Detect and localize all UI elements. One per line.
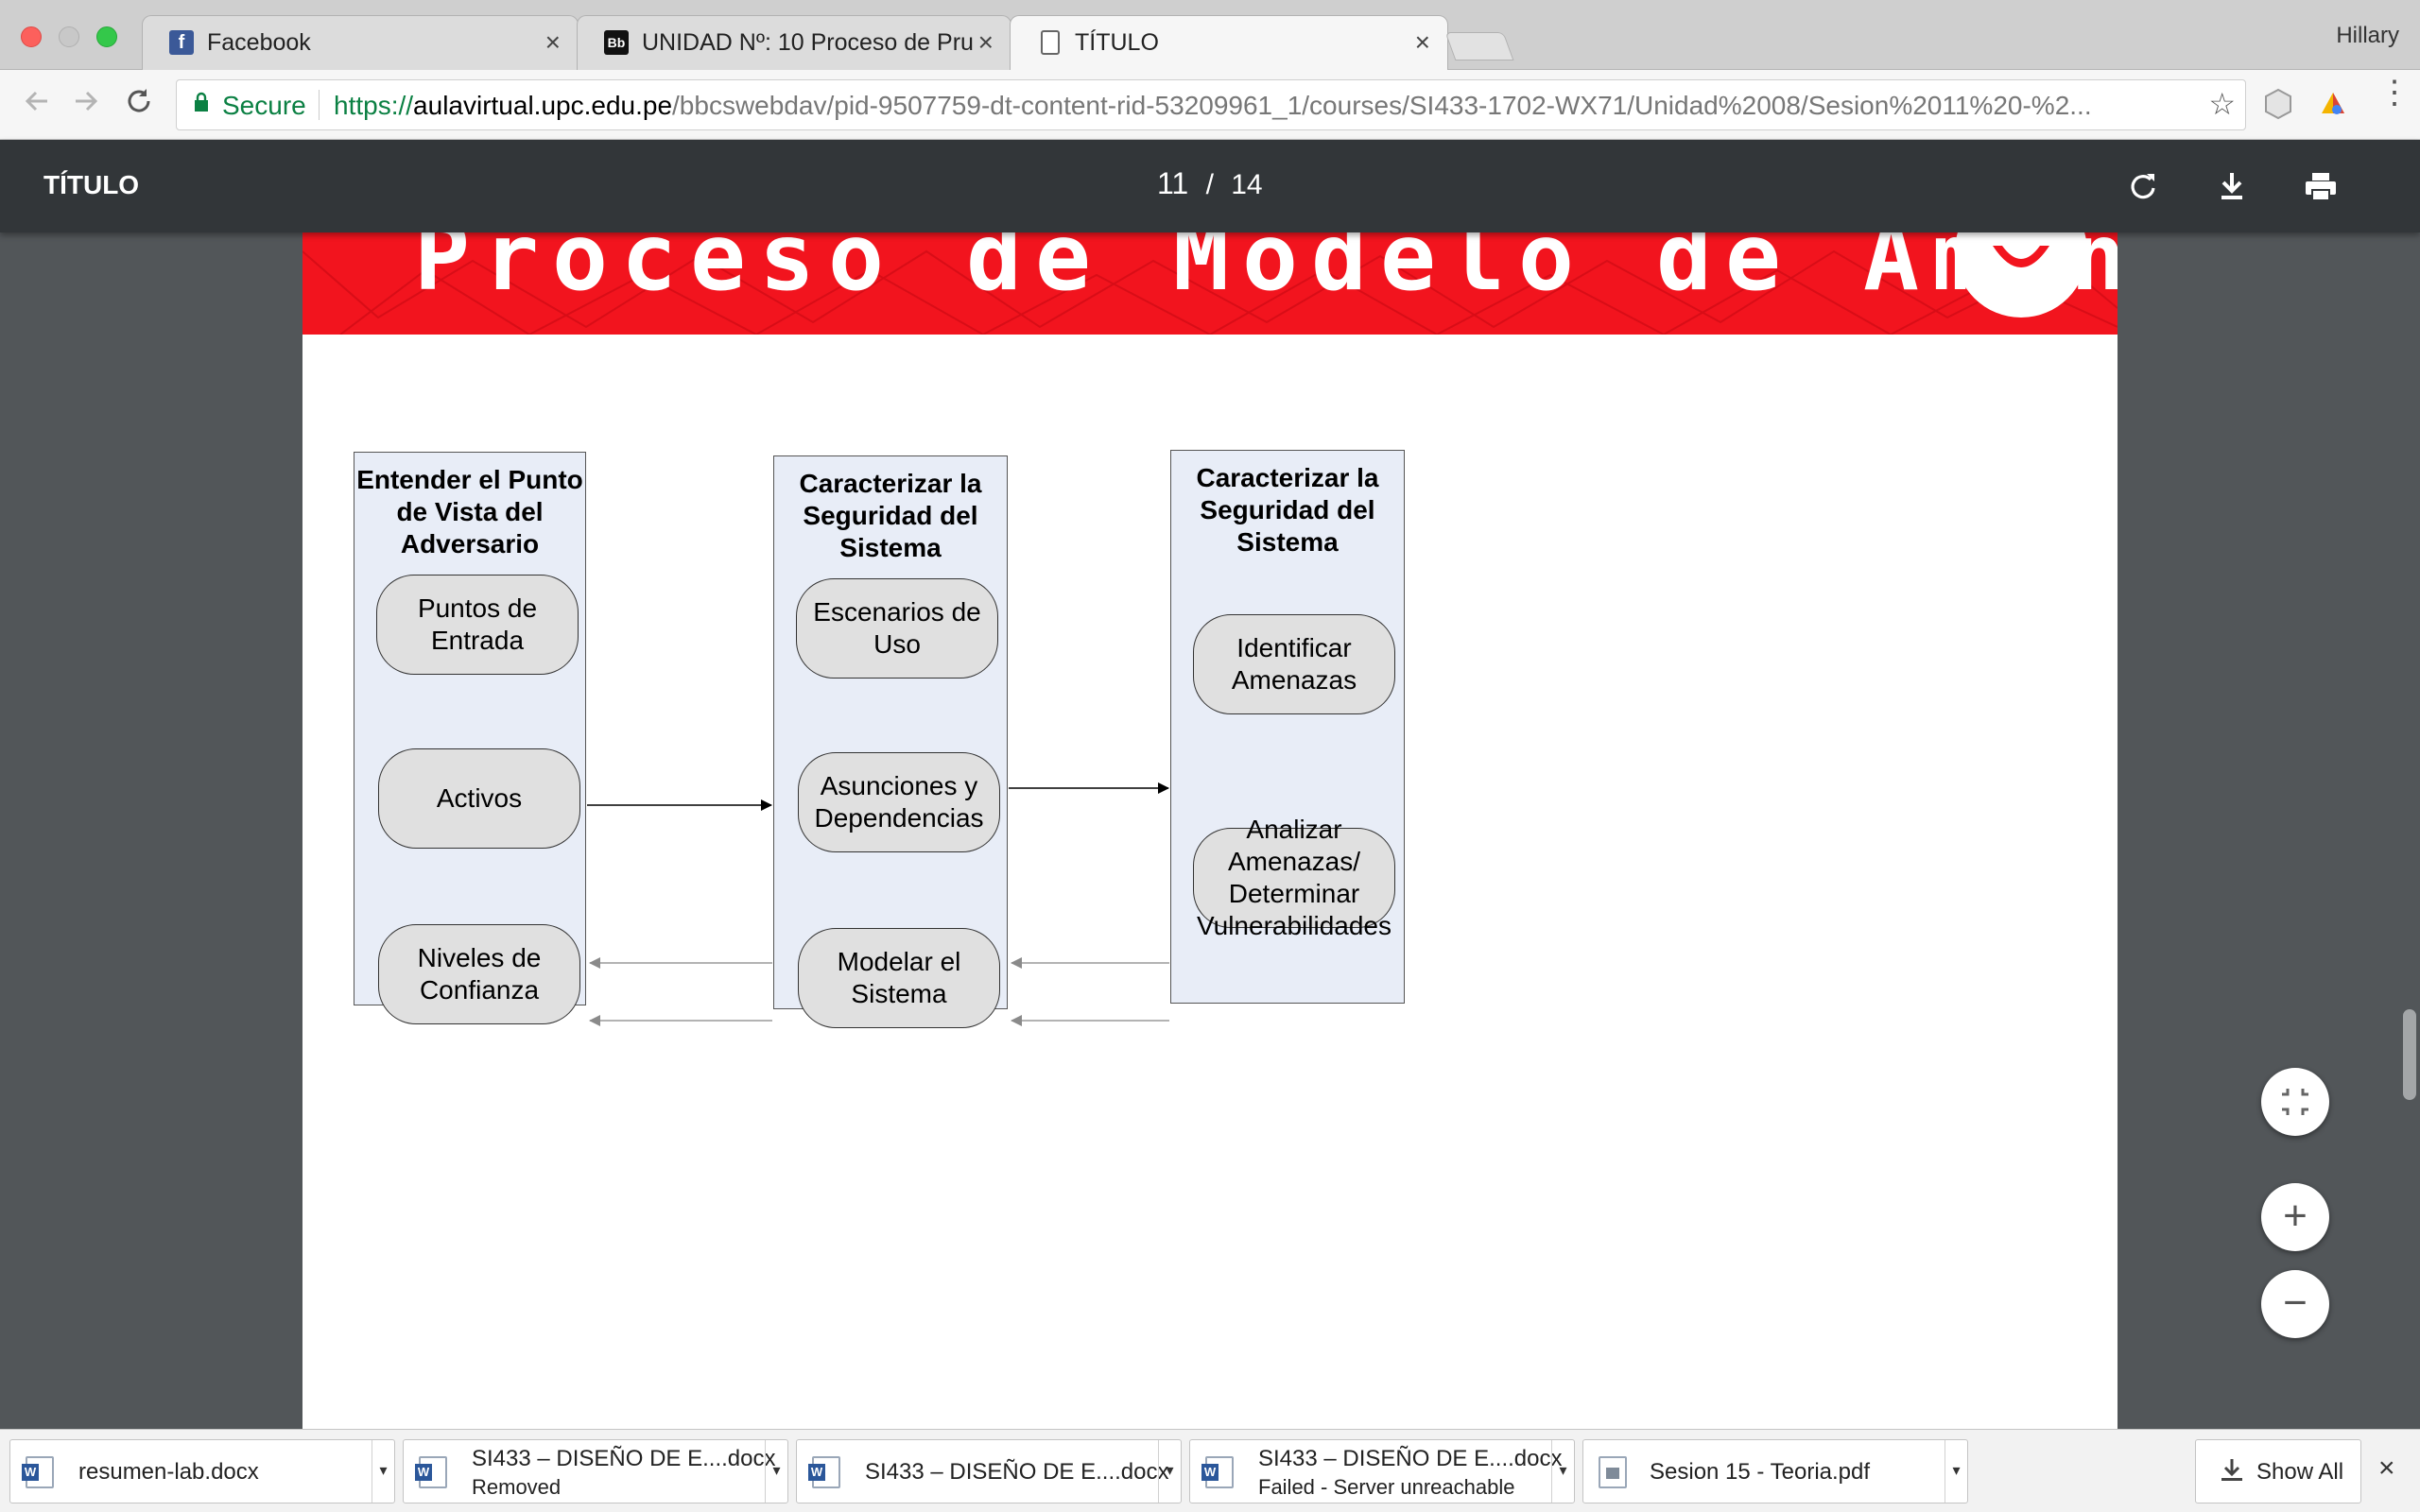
show-all-downloads-button[interactable]: Show All: [2195, 1439, 2361, 1503]
url-path: /bbcswebdav/pid-9507759-dt-content-rid-5…: [672, 91, 2092, 120]
tab-facebook[interactable]: f Facebook ×: [142, 15, 579, 70]
url-host: aulavirtual.upc.edu.pe: [413, 91, 673, 120]
upc-logo: [1955, 232, 2087, 318]
browser-title-bar: f Facebook × Bb UNIDAD Nº: 10 Proceso de…: [0, 0, 2420, 70]
total-pages: 14: [1231, 169, 1263, 200]
bookmark-star-icon[interactable]: ☆: [2208, 87, 2236, 121]
fit-to-page-button[interactable]: [2261, 1068, 2329, 1136]
download-menu-chevron-down-icon[interactable]: ▾: [372, 1440, 394, 1503]
pdf-document-icon: [1599, 1456, 1627, 1488]
tab-label: TÍTULO: [1075, 29, 1159, 56]
current-page-input[interactable]: 11: [1157, 166, 1189, 200]
box-activos: Activos: [378, 748, 580, 849]
lock-icon: [195, 92, 208, 112]
page-indicator: 11 / 14: [1157, 166, 1263, 201]
maximize-window-button[interactable]: [96, 26, 117, 47]
word-document-icon: [22, 1456, 54, 1488]
banner-network-pattern: [302, 249, 2118, 335]
blackboard-icon: Bb: [604, 30, 629, 55]
omnibox-divider: [319, 90, 320, 120]
menu-icon[interactable]: ⋮: [2378, 75, 2411, 111]
downloads-shelf: resumen-lab.docx ▾ SI433 – DISEÑO DE E..…: [0, 1429, 2420, 1512]
zoom-out-button[interactable]: −: [2261, 1270, 2329, 1338]
tab-titulo[interactable]: TÍTULO ×: [1010, 15, 1448, 70]
column-title: Caracterizar la Seguridad del Sistema: [799, 469, 982, 562]
fit-page-icon: [2282, 1089, 2308, 1115]
zoom-in-button[interactable]: +: [2261, 1183, 2329, 1251]
forward-icon[interactable]: [70, 85, 102, 126]
box-niveles-de-confianza: Niveles de Confianza: [378, 924, 580, 1024]
document-icon: [1041, 30, 1060, 55]
download-item[interactable]: SI433 – DISEÑO DE E....docx Failed - Ser…: [1189, 1439, 1575, 1503]
scrollbar-thumb[interactable]: [2403, 1009, 2416, 1100]
column-adversary: Entender el Punto de Vista del Adversari…: [354, 452, 586, 1005]
download-icon[interactable]: [2210, 164, 2254, 208]
download-filename: SI433 – DISEÑO DE E....docx: [1258, 1446, 1563, 1471]
close-icon[interactable]: ×: [977, 27, 994, 57]
close-window-button[interactable]: [21, 26, 42, 47]
box-modelar-el-sistema: Modelar el Sistema: [798, 928, 1000, 1028]
column-title: Entender el Punto de Vista del Adversari…: [356, 465, 583, 558]
new-tab-button[interactable]: [1444, 32, 1514, 60]
print-icon[interactable]: [2299, 164, 2342, 208]
download-menu-chevron-down-icon[interactable]: ▾: [1158, 1440, 1181, 1503]
download-arrow-icon: [2221, 1459, 2242, 1481]
download-item[interactable]: SI433 – DISEÑO DE E....docx ▾: [796, 1439, 1182, 1503]
download-item[interactable]: SI433 – DISEÑO DE E....docx Removed ▾: [403, 1439, 788, 1503]
download-status: Removed: [472, 1475, 562, 1499]
minimize-window-button[interactable]: [59, 26, 79, 47]
browser-toolbar: Secure https://aulavirtual.upc.edu.pe/bb…: [0, 70, 2420, 140]
box-analizar-amenazas: Analizar Amenazas/ Determinar Vulnerabil…: [1193, 815, 1395, 940]
box-puntos-de-entrada: Puntos de Entrada: [376, 575, 579, 675]
box-asunciones-y-dependencias: Asunciones y Dependencias: [798, 752, 1000, 852]
pdf-toolbar: TÍTULO 11 / 14: [0, 140, 2420, 232]
close-icon[interactable]: ×: [1414, 27, 1430, 57]
close-icon[interactable]: ×: [544, 27, 561, 57]
pdf-page: Proceso de Modelo de Amenaza Entender el…: [302, 232, 2118, 1433]
download-menu-chevron-down-icon[interactable]: ▾: [765, 1440, 787, 1503]
word-document-icon: [808, 1456, 840, 1488]
download-filename: Sesion 15 - Teoria.pdf: [1650, 1459, 1871, 1485]
secure-label: Secure: [222, 91, 306, 120]
extension-colorful-icon[interactable]: [2316, 87, 2350, 121]
download-menu-chevron-down-icon[interactable]: ▾: [1551, 1440, 1574, 1503]
box-escenarios-de-uso: Escenarios de Uso: [796, 578, 998, 679]
download-filename: SI433 – DISEÑO DE E....docx: [472, 1446, 776, 1471]
download-item[interactable]: Sesion 15 - Teoria.pdf ▾: [1582, 1439, 1968, 1503]
tab-unidad[interactable]: Bb UNIDAD Nº: 10 Proceso de Pru ×: [577, 15, 1011, 70]
banner-title: Proceso de Modelo de Amenaza: [414, 232, 2118, 312]
download-menu-chevron-down-icon[interactable]: ▾: [1945, 1440, 1967, 1503]
close-downloads-shelf-icon[interactable]: ×: [2378, 1452, 2395, 1484]
address-bar[interactable]: Secure https://aulavirtual.upc.edu.pe/bb…: [176, 79, 2246, 130]
extension-cube-icon[interactable]: [2261, 87, 2295, 121]
word-document-icon: [1201, 1456, 1234, 1488]
download-status: Failed - Server unreachable: [1258, 1475, 1515, 1499]
show-all-label: Show All: [2256, 1459, 2344, 1485]
tab-label: Facebook: [207, 29, 311, 56]
page-separator: /: [1205, 169, 1214, 200]
download-filename: resumen-lab.docx: [78, 1459, 259, 1485]
column-title: Caracterizar la Seguridad del Sistema: [1196, 463, 1379, 557]
download-filename: SI433 – DISEÑO DE E....docx: [865, 1459, 1169, 1485]
download-item[interactable]: resumen-lab.docx ▾: [9, 1439, 395, 1503]
facebook-icon: f: [169, 30, 194, 55]
url-scheme: https://: [334, 91, 414, 120]
word-document-icon: [415, 1456, 447, 1488]
back-icon[interactable]: [21, 85, 53, 126]
box-identificar-amenazas: Identificar Amenazas: [1193, 614, 1395, 714]
tab-label: UNIDAD Nº: 10 Proceso de Pru: [642, 29, 973, 56]
slide-banner: Proceso de Modelo de Amenaza: [302, 232, 2118, 335]
url-text[interactable]: https://aulavirtual.upc.edu.pe/bbcswebda…: [334, 91, 2215, 121]
pdf-title: TÍTULO: [43, 170, 140, 199]
rotate-icon[interactable]: [2121, 164, 2165, 208]
reload-icon[interactable]: [123, 85, 155, 126]
profile-name[interactable]: Hillary: [2336, 23, 2399, 48]
column-system-security: Caracterizar la Seguridad del Sistema: [773, 455, 1008, 1009]
